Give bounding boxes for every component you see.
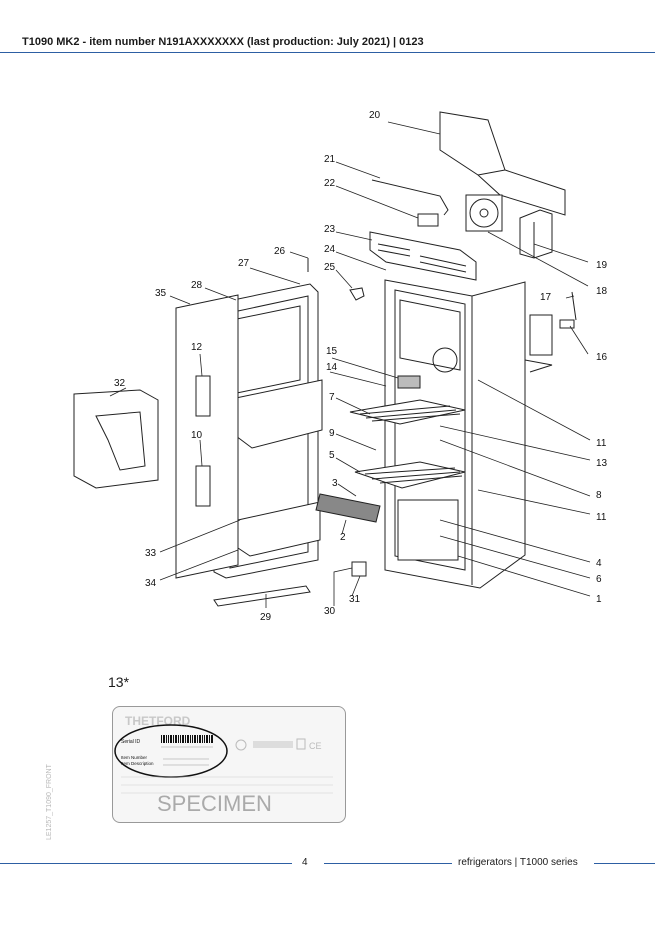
page-number: 4 <box>302 857 308 868</box>
footer-rule-right <box>594 863 655 864</box>
door-part <box>213 283 323 579</box>
callout-7: 7 <box>329 392 335 403</box>
weee-icon <box>296 738 306 750</box>
header-rule <box>0 52 655 53</box>
callout-13: 13 <box>596 458 608 469</box>
callout-8: 8 <box>596 490 602 501</box>
callout-20: 20 <box>369 110 381 121</box>
callout-29: 29 <box>260 612 272 623</box>
callout-5: 5 <box>329 450 335 461</box>
shelf-upper <box>349 399 466 425</box>
page-header: T1090 MK2 - item number N191AXXXXXXX (la… <box>22 36 424 48</box>
note-label: 13* <box>108 674 130 690</box>
callout-4: 4 <box>596 558 602 569</box>
callout-33: 33 <box>145 548 157 559</box>
top-cover-part <box>439 111 566 216</box>
callout-2: 2 <box>340 532 346 543</box>
callout-10: 10 <box>191 430 203 441</box>
handle-strip-part <box>315 493 381 523</box>
callout-32: 32 <box>114 378 126 389</box>
callout-16: 16 <box>596 352 608 363</box>
callout-31: 31 <box>349 594 361 605</box>
control-box-part <box>519 209 553 259</box>
callout-24: 24 <box>324 244 336 255</box>
latch-part <box>351 561 367 577</box>
callout-17: 17 <box>540 292 552 303</box>
footer-rule-left <box>0 863 292 864</box>
callout-22: 22 <box>324 178 336 189</box>
bracket-part <box>417 213 439 227</box>
fan-part <box>465 194 503 232</box>
footer-text: refrigerators | T1000 series <box>458 857 578 868</box>
ce-mark-icon: CE <box>309 741 322 751</box>
callout-14: 14 <box>326 362 338 373</box>
label-plate-part <box>397 375 421 389</box>
freezer-flap-part <box>73 389 159 489</box>
callout-18: 18 <box>596 286 608 297</box>
callout-34: 34 <box>145 578 157 589</box>
callout-30: 30 <box>324 606 336 617</box>
callout-11-lower: 11 <box>596 512 607 523</box>
clip-part <box>559 319 575 329</box>
callout-3: 3 <box>332 478 338 489</box>
crisper-drawer <box>397 499 459 561</box>
bottom-trim-part <box>213 585 311 607</box>
serial-label-graphic: THETFORD Serial ID Item Number Item Desc… <box>114 714 333 816</box>
wire-part <box>371 179 449 216</box>
callout-6: 6 <box>596 574 602 585</box>
serial-label-card: THETFORD Serial ID Item Number Item Desc… <box>112 706 346 823</box>
callout-11-upper: 11 <box>596 438 607 449</box>
vent-grille-part <box>369 231 477 281</box>
callout-23: 23 <box>324 224 336 235</box>
footer-rule-middle <box>324 863 452 864</box>
callout-28: 28 <box>191 280 203 291</box>
barcode-icon <box>161 735 213 743</box>
callout-numbers: 20 21 22 23 24 25 26 27 28 35 12 32 10 1… <box>114 110 608 623</box>
callout-21: 21 <box>324 154 336 165</box>
hinge-part-upper <box>195 375 211 417</box>
callout-15: 15 <box>326 346 338 357</box>
door-panel-part <box>175 294 239 579</box>
clip-part-small <box>349 287 365 301</box>
callout-35: 35 <box>155 288 167 299</box>
callout-19: 19 <box>596 260 608 271</box>
callout-12: 12 <box>191 342 203 353</box>
side-code: LE1257_T1090_FRONT <box>46 764 53 840</box>
label-item-description: Item Description <box>121 761 154 766</box>
hinge-part-lower <box>195 465 211 507</box>
label-specimen: SPECIMEN <box>157 791 272 816</box>
standard-mark-icon <box>253 741 293 748</box>
callout-27: 27 <box>238 258 250 269</box>
callout-1: 1 <box>596 594 602 605</box>
certification-mark-icon <box>235 739 247 751</box>
leader-lines <box>109 121 591 608</box>
label-serial-id: Serial ID <box>121 739 141 745</box>
label-item-number: Item Number <box>121 755 148 760</box>
callout-25: 25 <box>324 262 336 273</box>
shelf-lower <box>354 461 466 489</box>
callout-26: 26 <box>274 246 286 257</box>
callout-9: 9 <box>329 428 335 439</box>
